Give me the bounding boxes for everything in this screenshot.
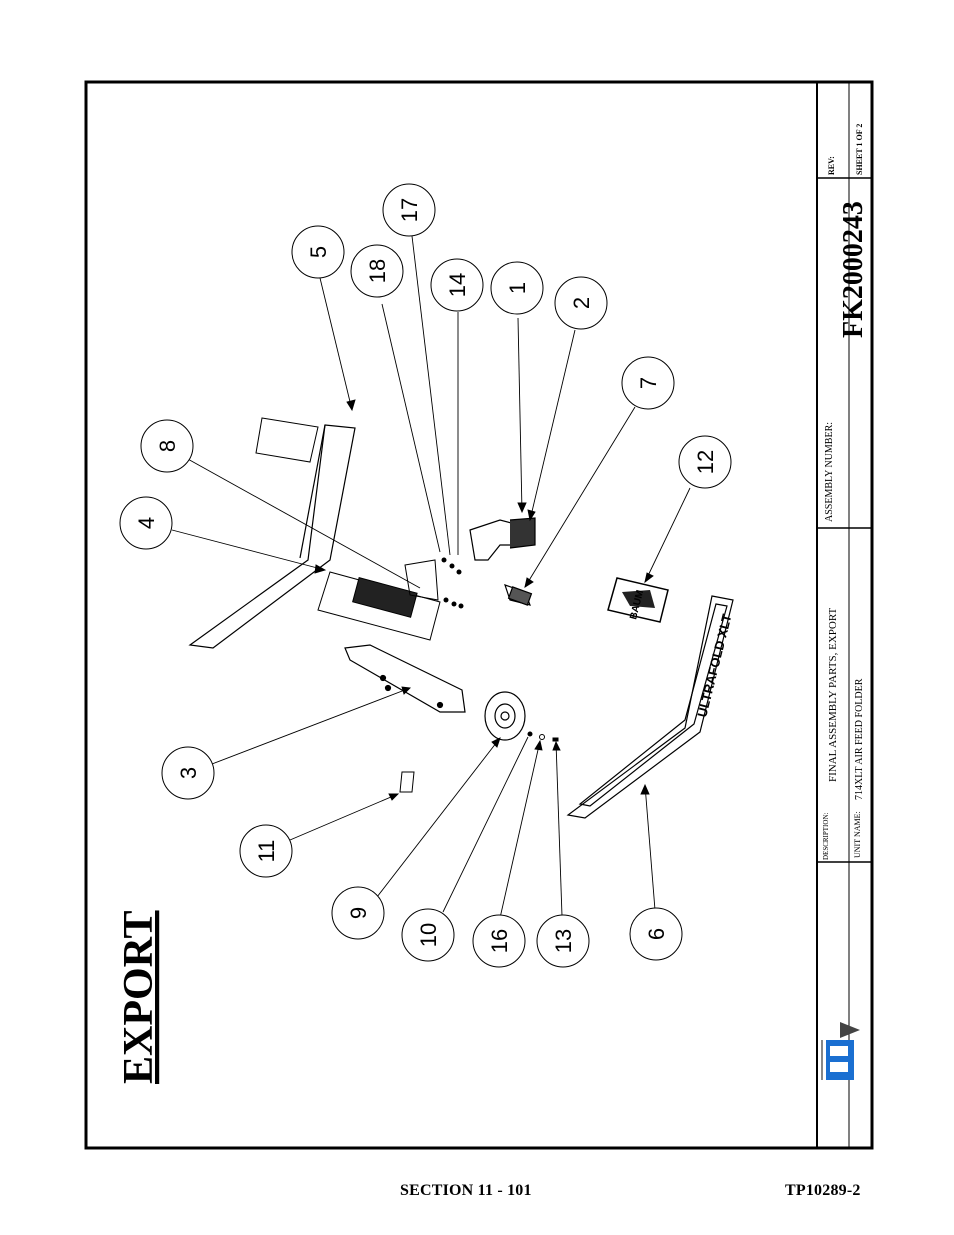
export-heading: EXPORT <box>116 910 162 1084</box>
description-value: FINAL ASSEMBLY PARTS, EXPORT <box>827 607 839 782</box>
part-11-plate <box>399 771 415 793</box>
callout-17: 17 <box>382 183 436 237</box>
callout-8: 8 <box>140 419 194 473</box>
svg-text:17: 17 <box>397 198 422 222</box>
svg-text:1: 1 <box>505 282 530 294</box>
callout-7: 7 <box>621 356 675 410</box>
part-7-nozzle <box>504 584 533 606</box>
rev-label: REV: <box>827 156 836 175</box>
callout-1: 1 <box>490 261 544 315</box>
assembly-number: FK2000243 <box>838 201 869 338</box>
svg-text:13: 13 <box>551 929 576 953</box>
description-label: DESCRIPTION: <box>822 812 830 860</box>
svg-text:16: 16 <box>487 929 512 953</box>
callout-5: 5 <box>291 225 345 279</box>
callout-16: 16 <box>472 914 526 968</box>
svg-text:8: 8 <box>155 440 180 452</box>
svg-text:7: 7 <box>636 377 661 389</box>
callout-13: 13 <box>536 914 590 968</box>
callout-4: 4 <box>119 496 173 550</box>
svg-text:11: 11 <box>254 840 279 863</box>
part-5-bracket <box>188 424 356 649</box>
fasteners <box>441 557 464 609</box>
callout-12: 12 <box>678 435 732 489</box>
svg-text:6: 6 <box>644 928 669 940</box>
company-logo-icon <box>821 1022 860 1080</box>
plate <box>255 417 319 463</box>
callout-10: 10 <box>401 908 455 962</box>
callout-11: 11 <box>239 824 293 878</box>
sheet-label: SHEET 1 OF 2 <box>855 124 864 175</box>
callout-3: 3 <box>161 746 215 800</box>
part-9-pulley <box>484 691 526 741</box>
part-12-baum-logo: BAUM <box>607 577 669 623</box>
svg-text:3: 3 <box>176 767 201 779</box>
part-6-decal: ULTRAFOLD XLT <box>566 595 734 819</box>
callout-2: 2 <box>554 276 608 330</box>
footer-document-code: TP10289-2 <box>785 1182 861 1199</box>
svg-text:14: 14 <box>445 273 470 297</box>
svg-text:9: 9 <box>346 907 371 919</box>
unit-name-label: UNIT NAME: <box>853 811 862 858</box>
drawing-border <box>84 80 874 1150</box>
part-1-elbow <box>469 517 536 561</box>
callout-18: 18 <box>350 244 404 298</box>
footer-section-number: SECTION 11 - 101 <box>400 1182 532 1199</box>
part-3-rail <box>344 644 466 713</box>
part-4-housing <box>317 559 441 641</box>
svg-text:10: 10 <box>416 923 441 947</box>
callout-14: 14 <box>430 258 484 312</box>
svg-text:18: 18 <box>365 259 390 283</box>
svg-text:5: 5 <box>306 246 331 258</box>
small-parts <box>527 731 559 742</box>
svg-text:2: 2 <box>569 297 594 309</box>
unit-name-value: 714XLT AIR FEED FOLDER <box>854 678 865 800</box>
assembly-number-label: ASSEMBLY NUMBER: <box>824 422 835 522</box>
callout-9: 9 <box>331 886 385 940</box>
svg-text:4: 4 <box>134 517 159 529</box>
callout-6: 6 <box>629 907 683 961</box>
svg-text:12: 12 <box>693 450 718 474</box>
